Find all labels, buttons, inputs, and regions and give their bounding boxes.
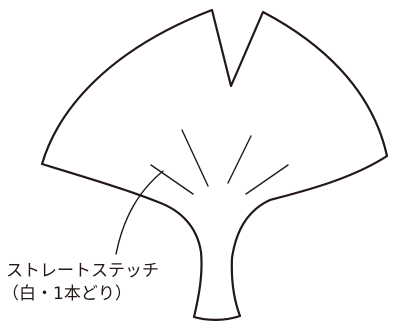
stitch-line-4 (245, 164, 289, 195)
stitch-line-3 (227, 135, 252, 184)
label-line-1: ストレートステッチ (6, 261, 159, 281)
label-line-2: （白・1本どり） (2, 284, 132, 304)
stitch-line-2 (150, 164, 194, 195)
stitch-line-1 (181, 129, 209, 187)
label-leader-line (115, 170, 164, 255)
leaf-outline (40, 8, 389, 321)
